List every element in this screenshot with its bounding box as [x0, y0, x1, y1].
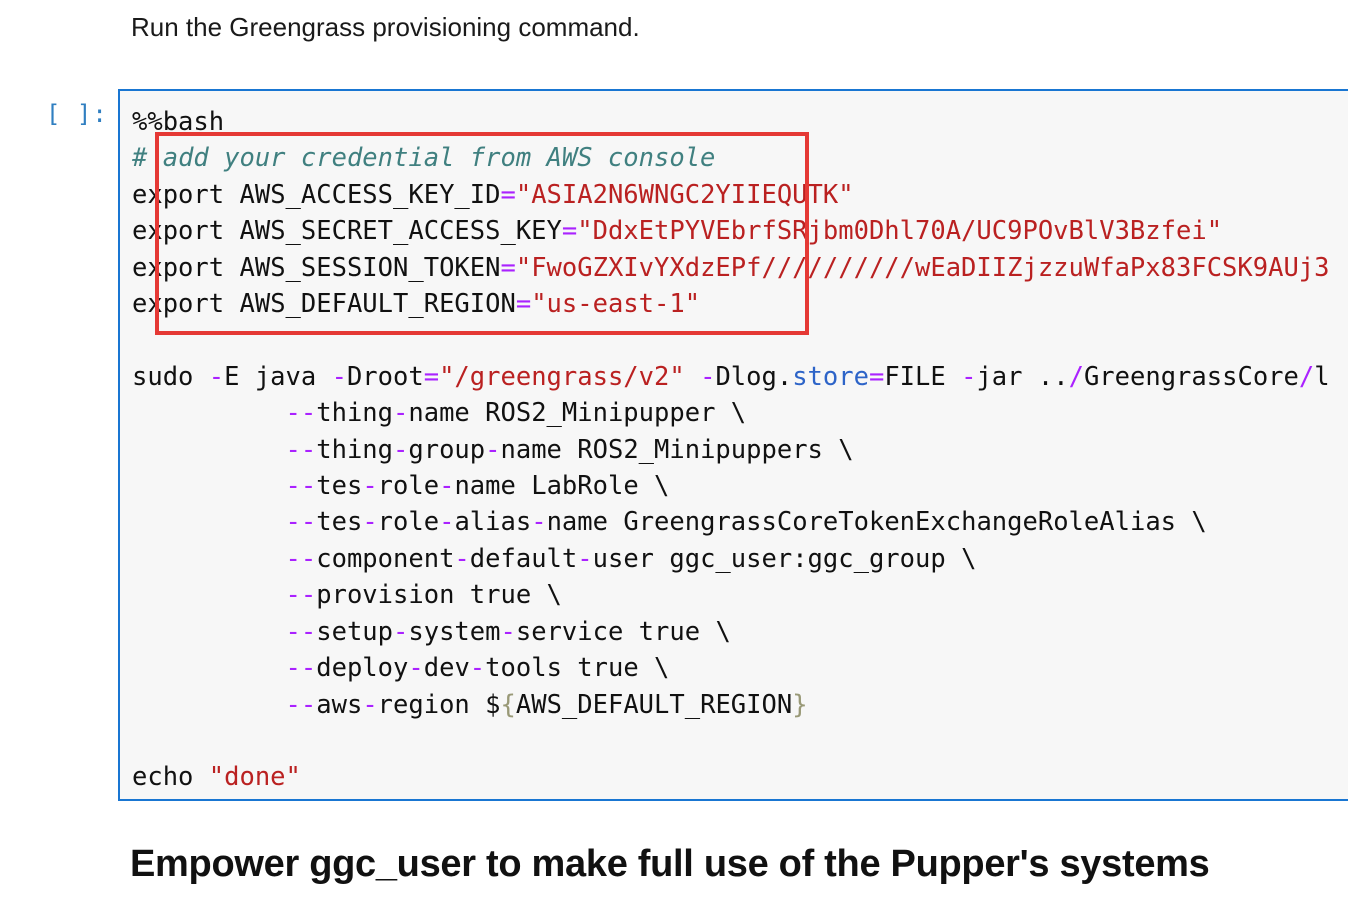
code-cell-editor[interactable]: %%bash # add your credential from AWS co…	[118, 89, 1348, 801]
cell-prompt: [ ]:	[46, 100, 108, 128]
export-line: export AWS_ACCESS_KEY_ID="ASIA2N6WNGC2YI…	[132, 179, 854, 210]
arg-line: --thing-name ROS2_Minipupper \	[285, 398, 747, 429]
export-line: export AWS_SECRET_ACCESS_KEY="DdxEtPYVEb…	[132, 216, 1223, 247]
export-line: export AWS_DEFAULT_REGION="us-east-1"	[132, 289, 701, 320]
markdown-instruction: Run the Greengrass provisioning command.	[131, 12, 640, 42]
arg-line: --tes-role-alias-name GreengrassCoreToke…	[285, 507, 1207, 538]
echo-line: echo "done"	[132, 762, 301, 793]
code-comment: # add your credential from AWS console	[132, 143, 716, 174]
code-block[interactable]: %%bash # add your credential from AWS co…	[132, 104, 1330, 796]
arg-line: --component-default-user ggc_user:ggc_gr…	[285, 543, 977, 574]
arg-line: --tes-role-name LabRole \	[285, 471, 670, 502]
arg-line: --aws-region ${AWS_DEFAULT_REGION}	[285, 689, 808, 720]
sudo-command-line: sudo -E java -Droot="/greengrass/v2" -Dl…	[132, 361, 1330, 392]
export-line: export AWS_SESSION_TOKEN="FwoGZXIvYXdzEP…	[132, 252, 1330, 283]
section-heading: Empower ggc_user to make full use of the…	[130, 843, 1210, 885]
arg-line: --provision true \	[285, 580, 562, 611]
arg-line: --thing-group-name ROS2_Minipuppers \	[285, 434, 854, 465]
arg-line: --setup-system-service true \	[285, 616, 731, 647]
arg-line: --deploy-dev-tools true \	[285, 653, 670, 684]
bash-magic: %%bash	[132, 107, 225, 137]
